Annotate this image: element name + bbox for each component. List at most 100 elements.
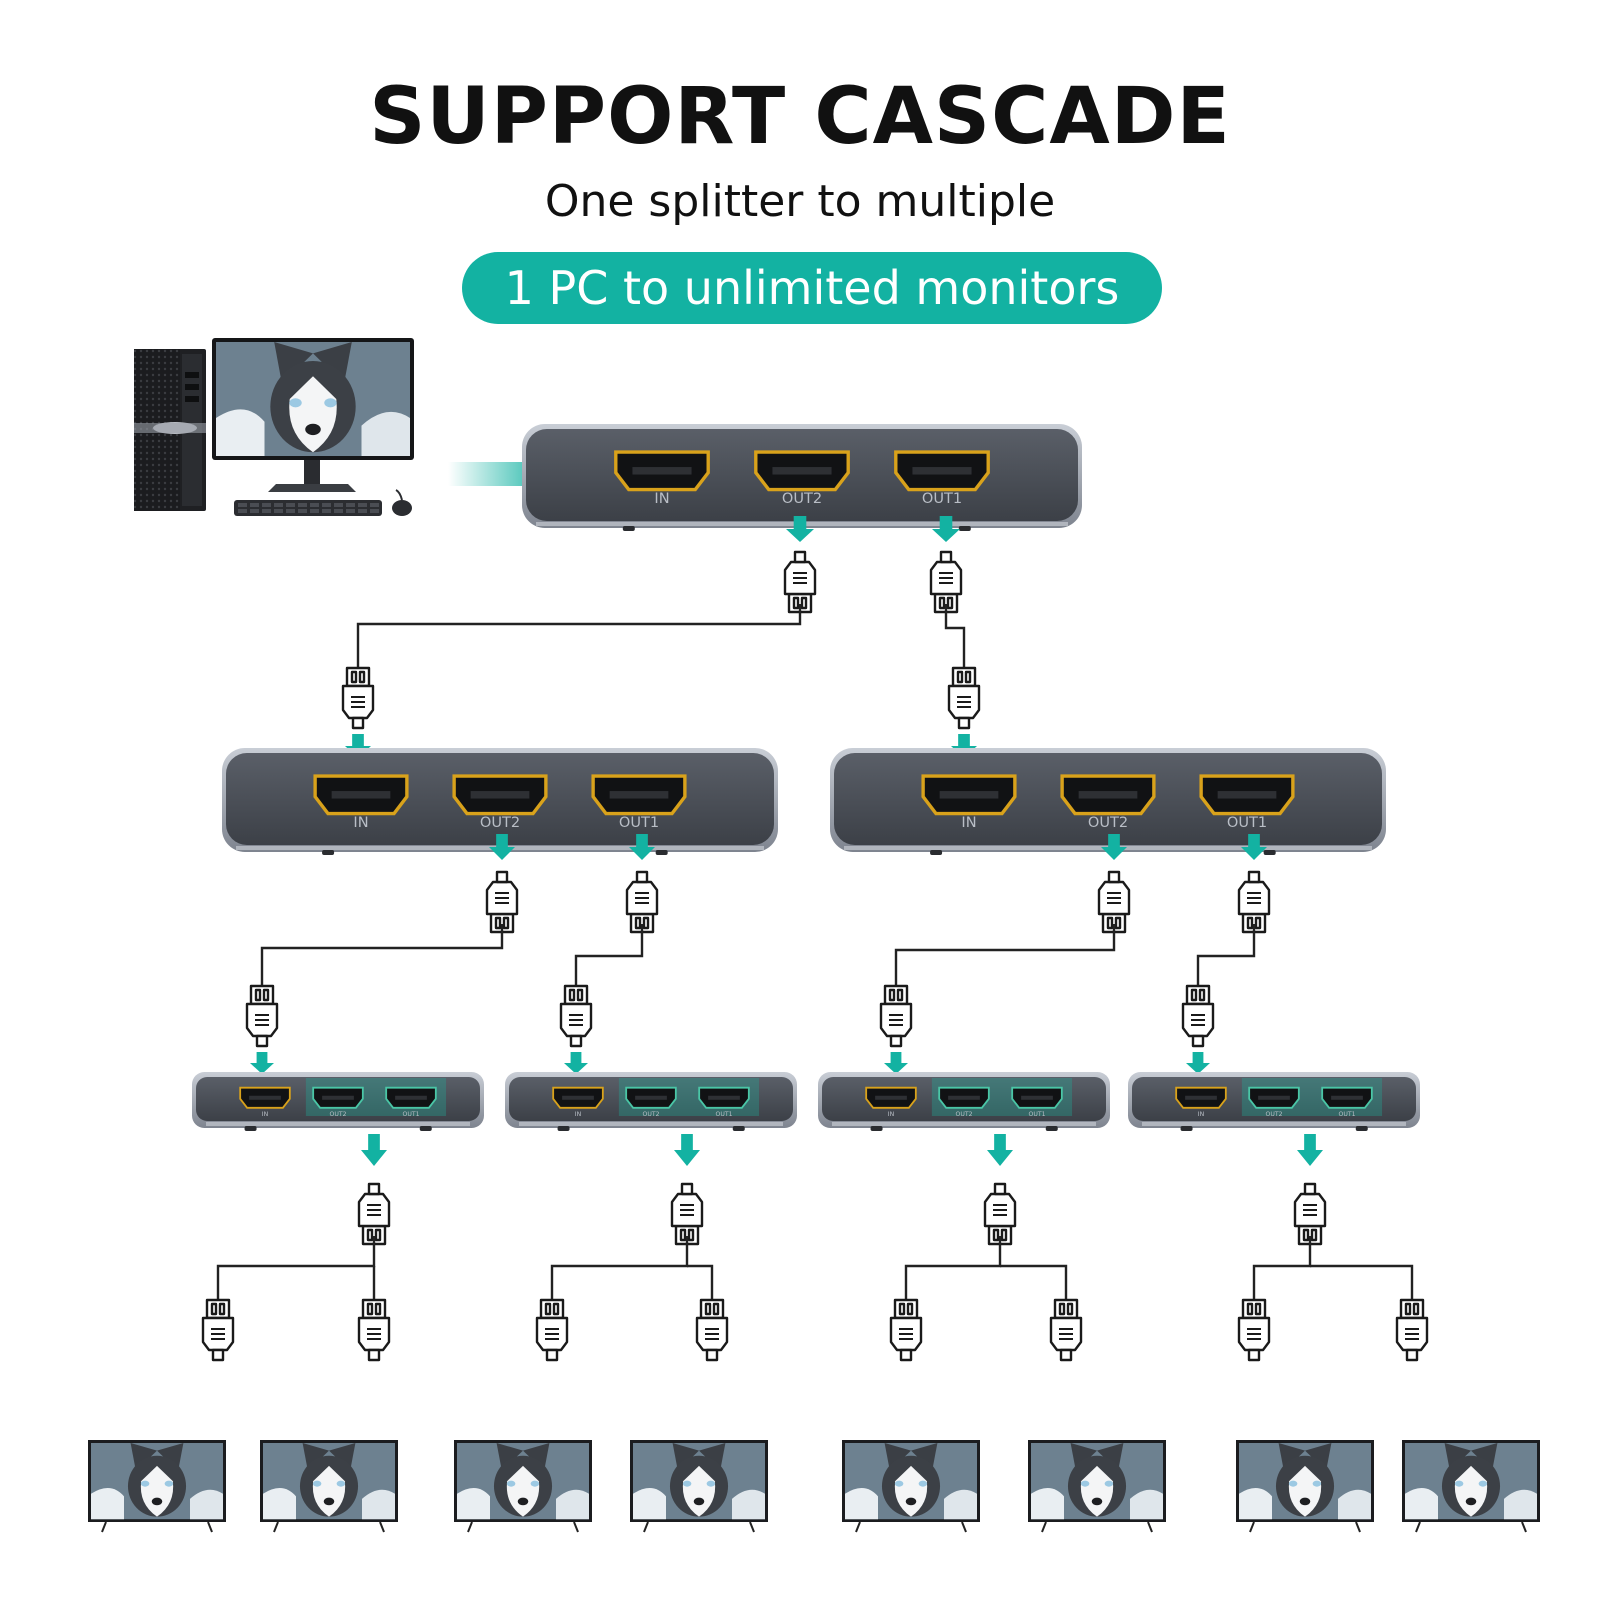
hdmi-connector-icon — [485, 870, 519, 934]
hdmi-connector-icon — [535, 1298, 569, 1362]
hdmi-connector-icon — [341, 666, 375, 730]
splitter-small-3: IN OUT2 OUT1 — [818, 1072, 1110, 1131]
tv-screen-image — [91, 1443, 223, 1520]
hdmi-connector-icon — [625, 870, 659, 934]
hdmi-connector-icon — [1097, 870, 1131, 934]
port-label-in: IN — [888, 1111, 894, 1118]
mouse-icon — [392, 489, 412, 516]
splitter-small-1: IN OUT2 OUT1 — [192, 1072, 484, 1131]
port-label-out1: OUT1 — [1338, 1111, 1355, 1118]
hdmi-connector-icon — [879, 984, 913, 1048]
port-label-out2: OUT2 — [1265, 1111, 1282, 1118]
port-label-out2: OUT2 — [782, 490, 822, 507]
hdmi-port-in — [313, 774, 409, 816]
port-label-in: IN — [262, 1111, 268, 1118]
hdmi-connector-icon — [1237, 1298, 1271, 1362]
hdmi-connector-icon — [1181, 984, 1215, 1048]
port-label-out1: OUT1 — [715, 1111, 732, 1118]
hdmi-port-in — [1175, 1086, 1227, 1109]
port-label-in: IN — [961, 814, 976, 831]
arrow-down-icon — [1297, 1134, 1323, 1166]
hdmi-connector-icon — [783, 550, 817, 614]
port-label-in: IN — [353, 814, 368, 831]
page-subtitle: One splitter to multiple — [544, 176, 1056, 227]
hdmi-connector-icon — [1395, 1298, 1429, 1362]
tv-icon — [260, 1440, 398, 1533]
hdmi-connector-icon — [559, 984, 593, 1048]
tv-icon — [1236, 1440, 1374, 1533]
page-title: SUPPORT CASCADE — [369, 72, 1231, 162]
tv-icon — [630, 1440, 768, 1533]
hdmi-port-in — [239, 1086, 291, 1109]
hdmi-connector-icon — [245, 984, 279, 1048]
tv-screen-image — [457, 1443, 589, 1520]
hdmi-cable — [1196, 924, 1256, 986]
hdmi-connector-icon — [201, 1298, 235, 1362]
headline-badge: 1 PC to unlimited monitors — [462, 252, 1162, 324]
hdmi-port-out1 — [1011, 1086, 1063, 1109]
tv-screen-image — [1239, 1443, 1371, 1520]
port-label-out1: OUT1 — [619, 814, 659, 831]
hdmi-cable — [944, 604, 966, 668]
hdmi-cable — [260, 924, 504, 986]
hdmi-cable — [904, 1236, 1002, 1300]
tv-icon — [88, 1440, 226, 1533]
monitor-screen-image — [216, 342, 410, 456]
hdmi-cable — [1310, 1264, 1414, 1300]
hdmi-connector-icon — [1049, 1298, 1083, 1362]
port-label-out2: OUT2 — [642, 1111, 659, 1118]
hdmi-cable — [574, 924, 644, 986]
hdmi-port-out2 — [754, 450, 850, 492]
tv-icon — [1028, 1440, 1166, 1533]
arrow-down-icon — [629, 834, 655, 860]
port-label-out2: OUT2 — [955, 1111, 972, 1118]
hdmi-cable — [1000, 1264, 1068, 1300]
port-label-out1: OUT1 — [402, 1111, 419, 1118]
tv-screen-image — [633, 1443, 765, 1520]
splitter-2: IN OUT2 OUT1 — [222, 748, 778, 855]
hdmi-port-in — [921, 774, 1017, 816]
hdmi-cable — [1252, 1236, 1312, 1300]
arrow-down-icon — [361, 1134, 387, 1166]
splitter-small-4: IN OUT2 OUT1 — [1128, 1072, 1420, 1131]
hdmi-cable — [216, 1236, 376, 1300]
tv-icon — [454, 1440, 592, 1533]
hdmi-connector-icon — [357, 1182, 391, 1246]
hdmi-cable — [550, 1236, 689, 1300]
hdmi-connector-icon — [947, 666, 981, 730]
hdmi-port-out2 — [625, 1086, 677, 1109]
port-label-out2: OUT2 — [1088, 814, 1128, 831]
arrow-down-icon — [884, 1052, 908, 1074]
hdmi-port-out2 — [938, 1086, 990, 1109]
hdmi-connector-icon — [670, 1182, 704, 1246]
hdmi-connector-icon — [357, 1298, 391, 1362]
hdmi-port-out1 — [894, 450, 990, 492]
splitter-small-2: IN OUT2 OUT1 — [505, 1072, 797, 1131]
hdmi-port-out2 — [452, 774, 548, 816]
pc-tower-icon — [134, 349, 206, 511]
port-label-in: IN — [575, 1111, 581, 1118]
arrow-down-icon — [564, 1052, 588, 1074]
monitor-icon — [212, 338, 414, 492]
hdmi-cable — [356, 604, 802, 668]
port-label-out2: OUT2 — [480, 814, 520, 831]
hdmi-port-out1 — [591, 774, 687, 816]
arrow-down-icon — [987, 1134, 1013, 1166]
pc-setup — [134, 338, 414, 516]
tv-screen-image — [845, 1443, 977, 1520]
hdmi-port-out2 — [1248, 1086, 1300, 1109]
port-label-out2: OUT2 — [329, 1111, 346, 1118]
port-label-out1: OUT1 — [1028, 1111, 1045, 1118]
arrow-down-icon — [250, 1052, 274, 1074]
arrow-down-icon — [1101, 834, 1127, 860]
arrow-down-icon — [1241, 834, 1267, 860]
hdmi-connector-icon — [1293, 1182, 1327, 1246]
hdmi-port-out1 — [1321, 1086, 1373, 1109]
port-label-in: IN — [1198, 1111, 1204, 1118]
tv-icon — [1402, 1440, 1540, 1533]
hdmi-port-out2 — [1060, 774, 1156, 816]
hdmi-connector-icon — [695, 1298, 729, 1362]
arrow-down-icon — [489, 834, 515, 860]
